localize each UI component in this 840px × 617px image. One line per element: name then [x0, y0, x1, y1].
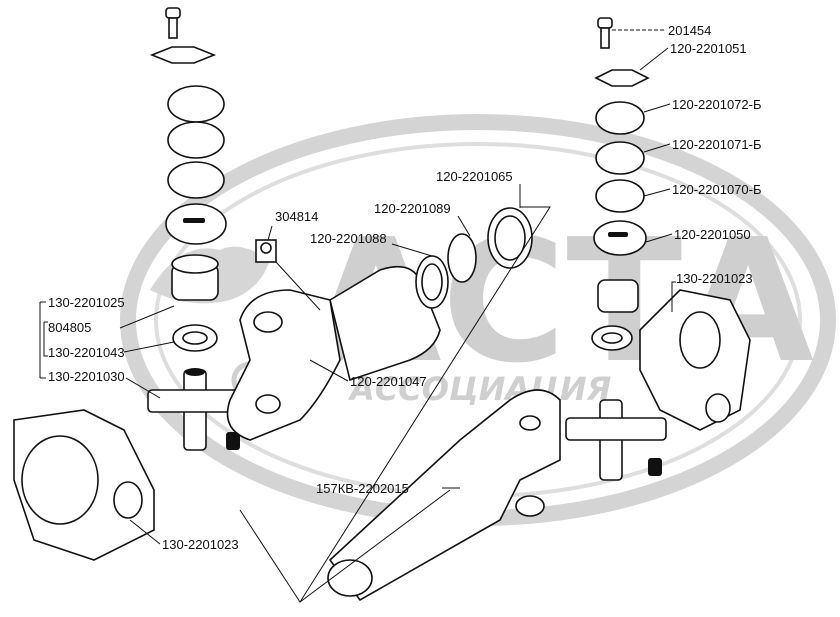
label-seal: 130-2201043 — [48, 345, 125, 360]
label-flange-left: 130-2201023 — [162, 537, 239, 552]
label-ring-88: 120-2201088 — [310, 231, 387, 246]
left-stack-parts — [13, 7, 249, 561]
watermark-subtitle: АССОЦИАЦИЯ — [347, 370, 611, 408]
right-stack-parts — [565, 17, 751, 481]
label-ring-65: 120-2201065 — [436, 169, 513, 184]
label-bolt: 201454 — [668, 23, 711, 38]
label-shim-2: 120-2201071-Б — [672, 137, 762, 152]
label-ring-89: 120-2201089 — [374, 201, 451, 216]
label-lock-plate: 120-2201051 — [670, 41, 747, 56]
label-needle: 804805 — [48, 320, 91, 335]
label-bearing-cup: 130-2201025 — [48, 295, 125, 310]
leader-lines — [39, 29, 676, 603]
label-shim-1: 120-2201072-Б — [672, 97, 762, 112]
label-cross: 130-2201030 — [48, 369, 125, 384]
label-grease-fitting: 304814 — [275, 209, 318, 224]
label-shim-3: 120-2201070-Б — [672, 182, 762, 197]
label-cover: 120-2201050 — [674, 227, 751, 242]
label-yoke-tube: 120-2201047 — [350, 374, 427, 389]
central-parts — [226, 207, 561, 602]
part-labels: 201454 120-2201051 120-2201072-Б 120-220… — [48, 23, 762, 552]
label-splined-shaft: 157КВ-2202015 — [316, 481, 409, 496]
label-flange-right: 130-2201023 — [676, 271, 753, 286]
